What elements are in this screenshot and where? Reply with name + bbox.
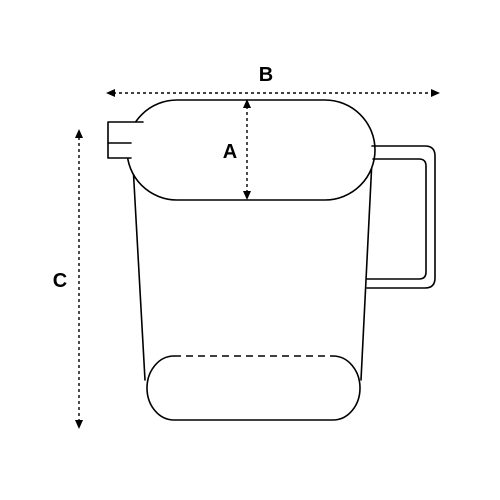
dimension-a-label: A [223, 141, 237, 163]
dimension-c-arrow-bottom [75, 420, 83, 429]
dimension-a-arrow-top [243, 99, 251, 108]
dimension-a-arrow-bottom [243, 191, 251, 200]
pitcher-left-side [132, 164, 146, 381]
pitcher-handle-outer [366, 145, 436, 289]
dimension-c-arrow-top [75, 129, 83, 138]
pitcher-right-side [360, 159, 373, 381]
pitcher-lid [126, 99, 376, 201]
dimension-c-label: C [53, 270, 67, 292]
dimension-b-arrow-left [106, 89, 115, 97]
pitcher-handle-inner [366, 158, 427, 280]
pitcher-bottom-solid [146, 355, 361, 421]
pitcher-spout-tab [107, 121, 144, 159]
dimension-b-label: B [259, 64, 273, 86]
dimension-b-arrow-right [431, 89, 440, 97]
